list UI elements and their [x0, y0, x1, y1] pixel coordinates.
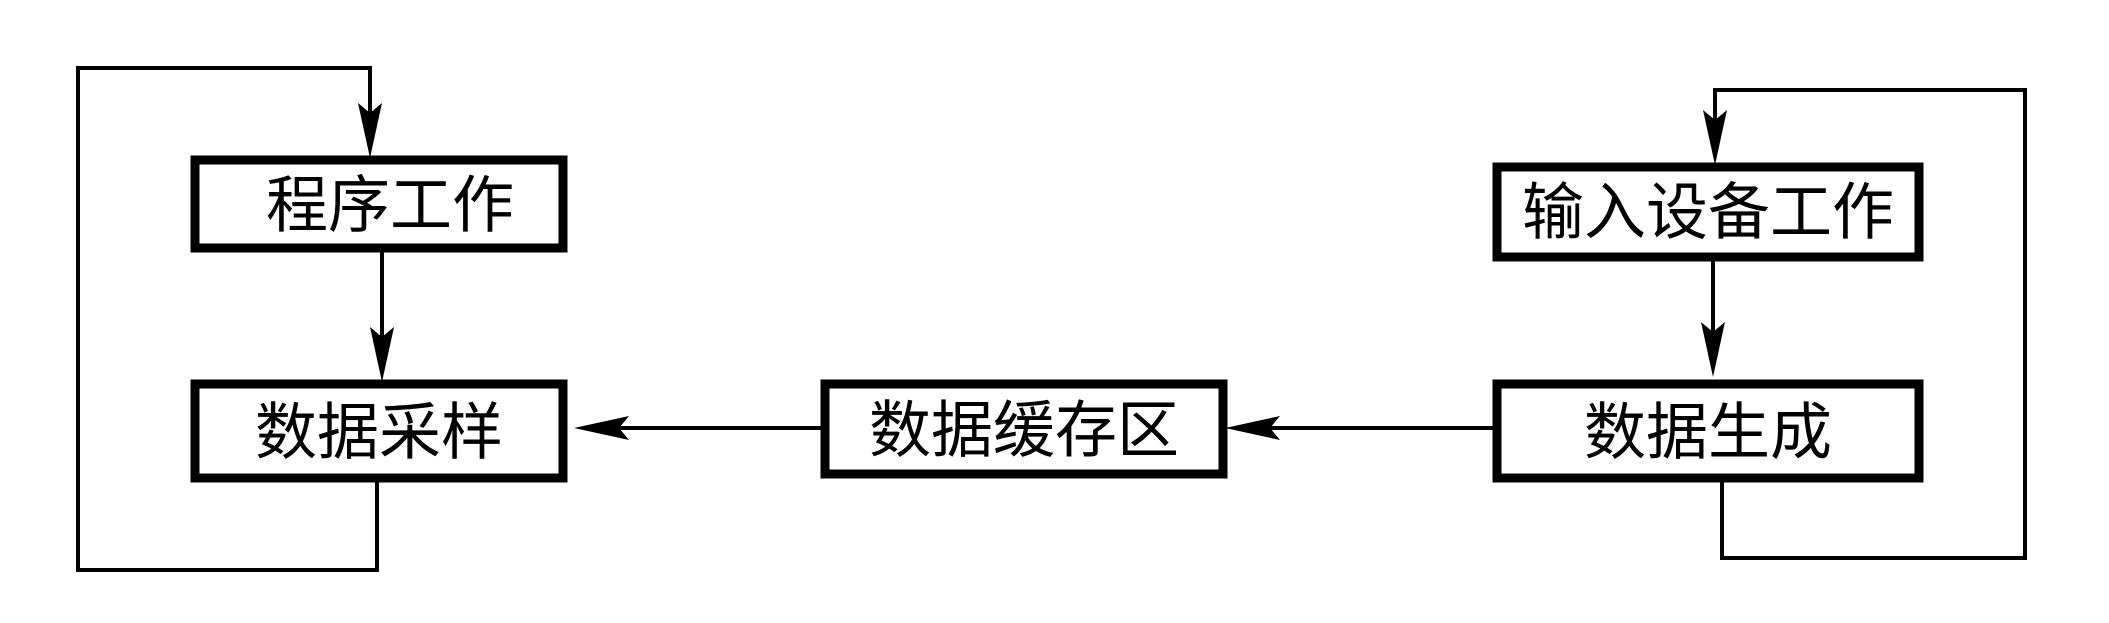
loop-right-arrowhead [1703, 110, 1727, 165]
node-data-buffer-box [820, 379, 1228, 479]
loop-right [1703, 88, 2027, 560]
loop-left-arrowhead [358, 103, 382, 158]
loop-right-line [1713, 88, 2027, 560]
node-data-sampling: 数据采样 [190, 379, 568, 483]
node-program-work: 程序工作 [190, 155, 568, 253]
node-data-generation-box [1492, 379, 1924, 483]
edge-generation-to-buffer [1225, 416, 1495, 440]
loop-left-line [76, 66, 379, 572]
edge-device-to-generation-arrowhead [1701, 322, 1725, 377]
node-data-buffer-label: 数据缓存区 [869, 394, 1179, 467]
edge-generation-to-buffer-arrowhead [1225, 416, 1280, 440]
node-data-buffer: 数据缓存区 [820, 379, 1228, 479]
node-data-generation-label: 数据生成 [1584, 396, 1832, 469]
node-data-generation: 数据生成 [1492, 379, 1924, 483]
edge-program-to-sampling [370, 250, 394, 382]
node-program-work-label: 程序工作 [266, 169, 514, 242]
node-input-device-work: 输入设备工作 [1492, 162, 1924, 262]
node-data-sampling-label: 数据采样 [255, 396, 503, 469]
edge-program-to-sampling-arrowhead [370, 327, 394, 382]
node-input-device-work-box [1492, 162, 1924, 262]
edge-buffer-to-sampling [574, 416, 823, 440]
edge-buffer-to-sampling-arrowhead [574, 416, 629, 440]
node-input-device-work-label: 输入设备工作 [1522, 176, 1894, 249]
loop-left [76, 66, 382, 572]
node-program-work-box [190, 155, 568, 253]
edge-device-to-generation [1701, 260, 1725, 377]
node-data-sampling-box [190, 379, 568, 483]
